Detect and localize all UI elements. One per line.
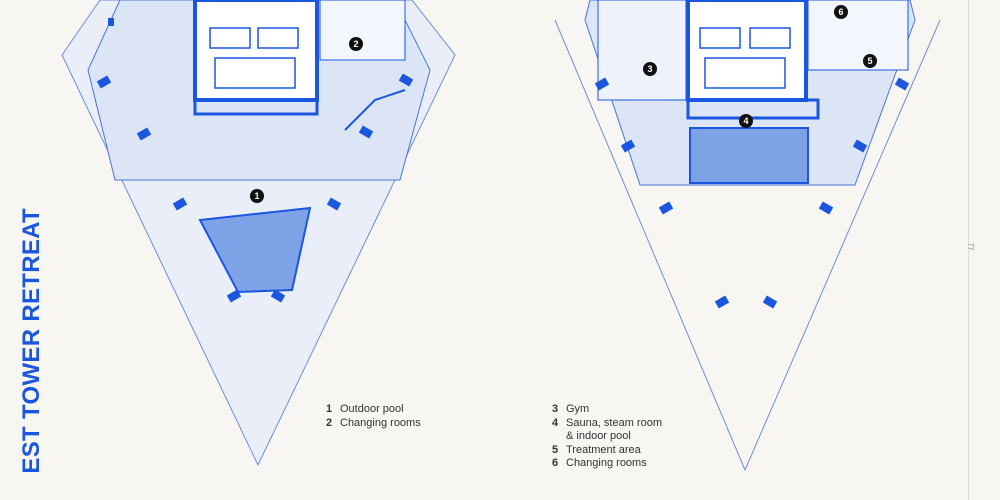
page-number: 77 [966, 242, 974, 251]
svg-text:2: 2 [353, 39, 358, 49]
marker-2 [349, 37, 363, 51]
svg-text:5: 5 [867, 56, 872, 66]
page-fold [968, 0, 969, 500]
svg-text:3: 3 [647, 64, 652, 74]
page-title: EST TOWER RETREAT [18, 208, 45, 474]
marker-1 [250, 189, 264, 203]
floor-plan-indoor: 3 4 5 6 [554, 0, 941, 472]
svg-text:1: 1 [254, 191, 259, 201]
floor-plan-outdoor: 1 2 [61, 0, 456, 467]
svg-text:4: 4 [743, 116, 748, 126]
marker-6 [834, 5, 848, 19]
svg-text:6: 6 [838, 7, 843, 17]
marker-4 [739, 114, 753, 128]
marker-5 [863, 54, 877, 68]
marker-3 [643, 62, 657, 76]
legend-item-continued: & indoor pool [566, 430, 631, 442]
